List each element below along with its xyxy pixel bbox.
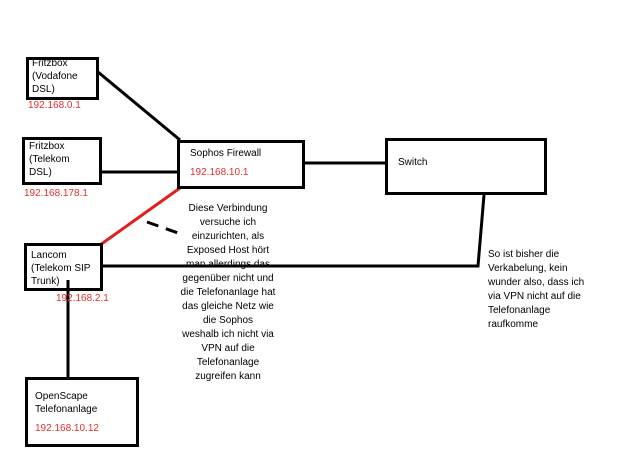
note-attempted-connection: Diese Verbindung versuche ich einzuricht… <box>180 203 276 382</box>
fritzbox-telekom-box <box>22 137 102 185</box>
fritzbox-vodafone-label: Fritzbox (Vodafone DSL) <box>32 58 78 95</box>
switch-box <box>385 138 547 195</box>
openscape-box <box>25 377 139 447</box>
link-dashed-pending <box>146 220 179 235</box>
note-current-cabling: So ist bisher die Verkabelung, kein wund… <box>488 249 585 330</box>
openscape-label: OpenScape Telefonanlage <box>35 391 98 415</box>
switch-label: Switch <box>398 157 428 168</box>
lancom-ip: 192.168.2.1 <box>56 293 109 304</box>
fritzbox-vodafone-box <box>26 57 99 100</box>
sophos-firewall-label: Sophos Firewall <box>190 148 262 159</box>
fritzbox-telekom-ip: 192.168.178.1 <box>24 188 88 199</box>
lancom-label: Lancom (Telekom SIP Trunk) <box>31 250 91 287</box>
sophos-firewall-ip: 192.168.10.1 <box>190 167 249 178</box>
fritzbox-telekom-label: Fritzbox (Telekom DSL) <box>29 141 70 178</box>
link-lancom-sophos-red <box>99 186 181 247</box>
openscape-ip: 192.168.10.12 <box>35 423 99 434</box>
sophos-firewall-box <box>177 140 305 189</box>
link-vodafone-sophos <box>97 70 181 142</box>
fritzbox-vodafone-ip: 192.168.0.1 <box>28 100 81 111</box>
lancom-box <box>24 243 103 291</box>
link-lancom-switch <box>102 194 486 268</box>
